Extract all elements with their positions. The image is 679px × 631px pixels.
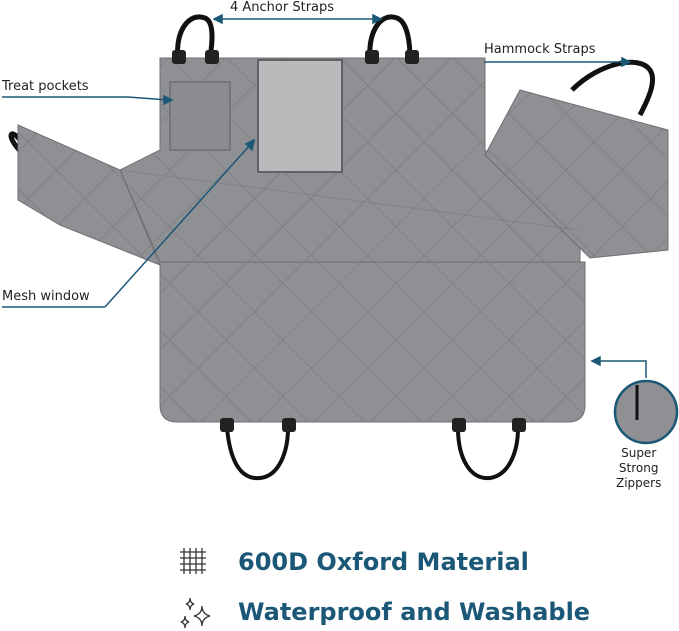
zippers-label-line: Strong [618,461,659,475]
mesh-window-label: Mesh window [2,289,90,304]
anchor-straps-bottom [225,427,520,481]
feature-waterproof: Waterproof and Washable [238,598,591,626]
sparkle-icon [180,597,211,629]
left-side-flap [17,124,161,266]
callout-lines [2,13,647,378]
zippers-label: Super Strong Zippers [616,446,661,491]
zipper-detail-magnifier [613,379,679,445]
treat-pockets-label: Treat pockets [2,79,89,94]
anchor-straps-top [175,14,413,59]
hammock-straps-label: Hammock Straps [484,42,596,57]
zippers-label-line: Zippers [616,476,662,490]
feature-material: 600D Oxford Material [238,548,529,576]
treat-pocket [169,81,231,151]
mesh-window [257,59,343,173]
hammock-strap-right [570,59,656,117]
right-side-flap [484,89,669,259]
woven-fabric-icon [180,548,206,574]
zippers-label-line: Super [621,446,657,460]
anchor-straps-label: 4 Anchor Straps [230,0,335,15]
seat-panel [159,261,586,423]
